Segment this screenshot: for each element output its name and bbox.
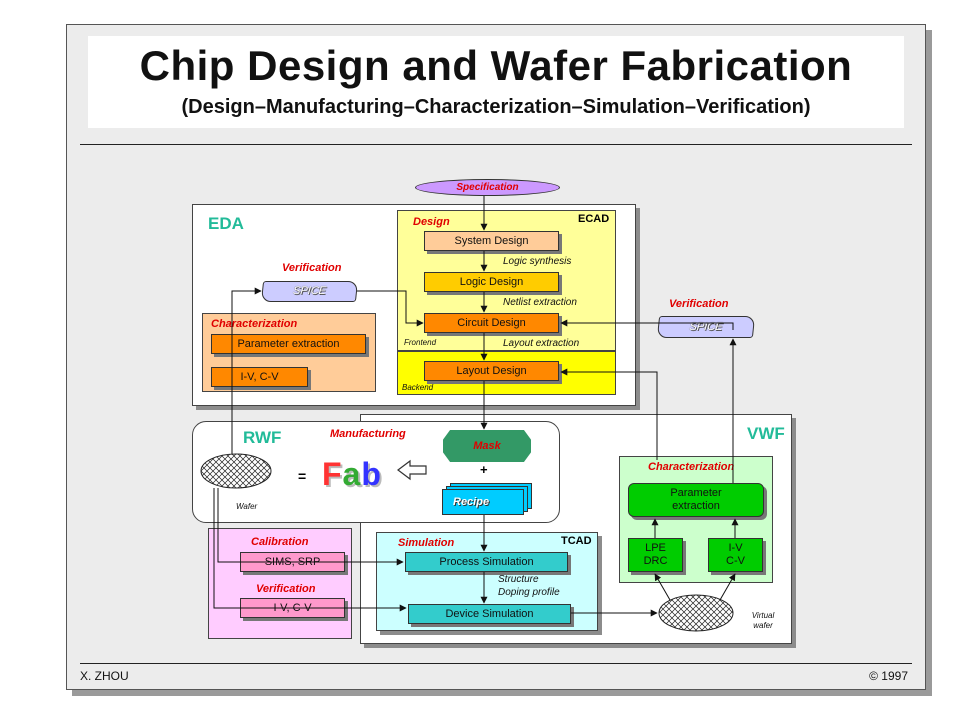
- backend-label: Backend: [402, 383, 434, 392]
- wafer-label: Wafer: [236, 502, 258, 511]
- sims-srp-box: SIMS, SRP: [240, 552, 345, 572]
- eda-label: EDA: [208, 214, 244, 233]
- calibration-iv-cv-box: I-V, C-V: [240, 598, 345, 618]
- tcad-label: TCAD: [561, 535, 592, 547]
- fab-letter-f: F: [322, 456, 343, 492]
- lpe-drc-box: LPE DRC: [628, 538, 683, 572]
- footer-author: X. ZHOU: [80, 669, 129, 683]
- frontend-label: Frontend: [404, 338, 437, 347]
- virtual-wafer-label: Virtual wafer: [751, 611, 775, 630]
- calibration-label: Calibration: [251, 536, 309, 548]
- device-simulation-box: Device Simulation: [408, 604, 571, 624]
- recipe-node: Recipe: [442, 489, 524, 515]
- equals-sign: =: [298, 468, 307, 484]
- vwf-characterization-label: Characterization: [648, 461, 735, 473]
- mask-node: Mask: [443, 430, 531, 462]
- fab-logo: Fab: [322, 456, 382, 493]
- top-rule: [80, 144, 912, 145]
- simulation-label: Simulation: [398, 537, 455, 549]
- vwf-spice-node: SPICE: [656, 316, 756, 338]
- eda-iv-cv-box: I-V, C-V: [211, 367, 308, 387]
- plus-sign: +: [480, 462, 488, 477]
- title-box: Chip Design and Wafer Fabrication (Desig…: [88, 36, 904, 128]
- layout-extraction-label: Layout extraction: [503, 338, 580, 349]
- page-title: Chip Design and Wafer Fabrication: [139, 42, 853, 89]
- layout-design-box: Layout Design: [424, 361, 559, 381]
- design-label: Design: [413, 216, 450, 228]
- vwf-param-extraction-box: Parameter extraction: [628, 483, 764, 517]
- eda-spice-node: SPICE: [260, 281, 359, 302]
- doping-profile-label: Doping profile: [498, 587, 560, 598]
- vwf-verification-label: Verification: [669, 298, 729, 310]
- circuit-design-box: Circuit Design: [424, 313, 559, 333]
- ecad-label: ECAD: [578, 213, 610, 225]
- fab-letter-b: b: [361, 456, 382, 492]
- rwf-label: RWF: [243, 428, 282, 447]
- vwf-iv-cv-box: I-V C-V: [708, 538, 763, 572]
- vwf-label: VWF: [747, 424, 785, 443]
- process-simulation-box: Process Simulation: [405, 552, 568, 572]
- page-subtitle: (Design–Manufacturing–Characterization–S…: [181, 96, 811, 118]
- logic-design-box: Logic Design: [424, 272, 559, 292]
- eda-characterization-label: Characterization: [211, 318, 298, 330]
- logic-synthesis-label: Logic synthesis: [503, 256, 572, 267]
- eda-param-extraction-box: Parameter extraction: [211, 334, 366, 354]
- footer-copyright: © 1997: [869, 669, 908, 683]
- manufacturing-label: Manufacturing: [330, 428, 406, 440]
- specification-node: Specification: [415, 179, 560, 196]
- structure-label: Structure: [498, 574, 539, 585]
- bottom-rule: [80, 663, 912, 664]
- system-design-box: System Design: [424, 231, 559, 251]
- eda-verification-label: Verification: [282, 262, 342, 274]
- calibration-verification-label: Verification: [256, 583, 316, 595]
- netlist-extraction-label: Netlist extraction: [503, 297, 577, 308]
- fab-letter-a: a: [342, 456, 362, 492]
